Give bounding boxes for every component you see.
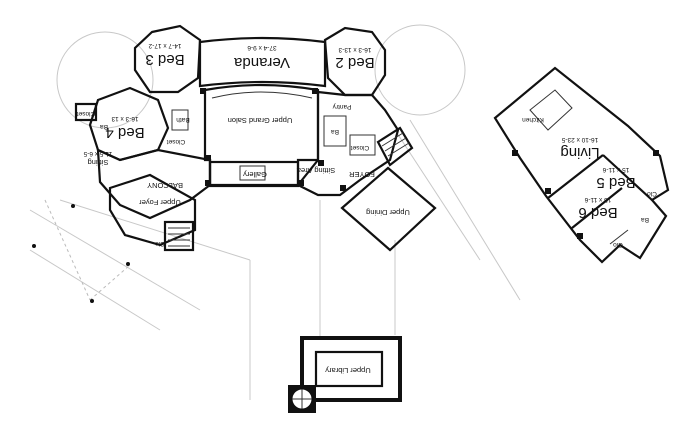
- ba-bed6-label: Ba: [641, 216, 649, 223]
- bed2-dims: 16-3 x 13-3: [338, 46, 371, 53]
- sitting-left-dims: 11-5 x 6-5: [83, 150, 112, 157]
- upper-library-block: [288, 336, 402, 413]
- kitchen-label: Kitchen: [522, 116, 544, 123]
- upper-foyer-label: Upper Foyer: [139, 198, 181, 207]
- clo-bottom-label: Clo: [613, 241, 623, 248]
- ba-left-label: Ba: [100, 123, 108, 130]
- closet-mid-label: Closet: [167, 138, 186, 145]
- bed2-label: Bed 2: [335, 54, 374, 71]
- sitting-left-label: Sitting: [88, 158, 109, 167]
- bed4-label: Bed 4: [105, 124, 144, 141]
- closet-left-label: Closet: [77, 110, 96, 117]
- post-markers: [32, 204, 130, 303]
- veranda-label: Veranda: [233, 54, 290, 71]
- guest-house: [493, 66, 670, 264]
- sitting-area-label: Sitting Area: [296, 166, 335, 175]
- bed5-dims: 15 x 11-6: [602, 166, 629, 173]
- upper-dining-label: Upper Dining: [366, 208, 410, 217]
- bed3-dims: 14-7 x 17-2: [148, 42, 181, 49]
- ba-right-label: Ba: [331, 128, 339, 135]
- main-house: [74, 24, 437, 252]
- bed3-label: Bed 3: [145, 51, 184, 68]
- bed6-label: Bed 6: [578, 204, 617, 221]
- living-dims: 16-10 x 23-5: [561, 136, 598, 143]
- bed4-dims: 16-3 x 13: [111, 115, 138, 122]
- balcony-label: BALCONY: [147, 181, 183, 190]
- closet-right-label: Closet: [351, 144, 370, 151]
- living-label: Living: [560, 144, 599, 161]
- bed5-label: Bed 5: [596, 174, 635, 191]
- veranda-dims: 37-4 x 9-6: [247, 44, 277, 51]
- upper-library-label: Upper Library: [325, 366, 371, 375]
- foyer-label: FOYER: [349, 170, 375, 179]
- bath-left-label: Bath: [176, 116, 190, 123]
- background-guides: [29, 24, 521, 400]
- upper-grand-salon-label: Upper Grand Salon: [228, 116, 293, 125]
- bed6-dims: 15 x 11-6: [584, 196, 611, 203]
- gallery-label: Gallery: [243, 170, 267, 179]
- pantry-label: Pantry: [332, 103, 352, 110]
- clo-right-label: Clo: [647, 190, 657, 197]
- clo-bed5-label: Clo: [155, 240, 165, 247]
